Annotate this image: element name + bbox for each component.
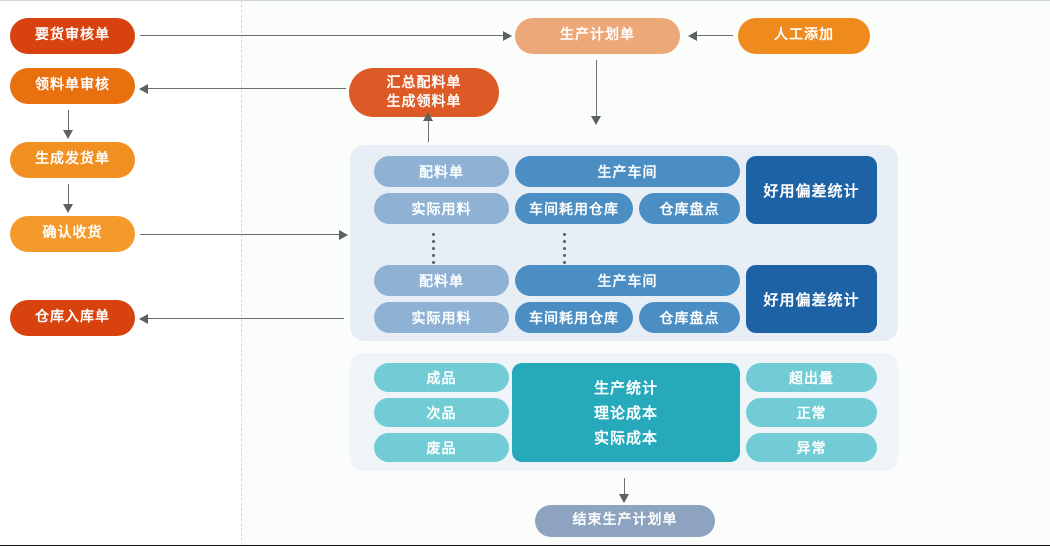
chip-finished-goods[interactable]: 成品	[374, 363, 509, 392]
chip-excess-quantity[interactable]: 超出量	[746, 363, 877, 392]
chip-stocktake-row1[interactable]: 仓库盘点	[639, 193, 740, 224]
node-production-plan-order[interactable]: 生产计划单	[515, 18, 680, 54]
chip-workshop-row2[interactable]: 生产车间	[515, 265, 740, 296]
chip-abnormal[interactable]: 异常	[746, 433, 877, 462]
chip-production-statistics-block[interactable]: 生产统计 理论成本 实际成本	[512, 363, 740, 462]
node-demand-review-order[interactable]: 要货审核单	[10, 18, 135, 54]
node-manual-add[interactable]: 人工添加	[738, 18, 870, 54]
node-warehouse-inbound-order[interactable]: 仓库入库单	[10, 300, 135, 336]
node-confirm-receipt[interactable]: 确认收货	[10, 216, 135, 252]
vertical-dashed-divider	[241, 0, 242, 546]
summary-line-1: 汇总配料单	[386, 75, 462, 92]
arrow-demand-to-plan-head	[503, 31, 512, 41]
chip-stocktake-row2[interactable]: 仓库盘点	[639, 302, 740, 333]
production-panel: 配料单 实际用料 生产车间 车间耗用仓库 仓库盘点 好用偏差统计 配料单 实际用…	[350, 145, 898, 341]
chip-actual-material-row1[interactable]: 实际用料	[374, 193, 509, 224]
chip-workshop-warehouse-row2[interactable]: 车间耗用仓库	[515, 302, 633, 333]
arrow-panel-to-summary-head	[423, 112, 433, 121]
arrow-panel-to-inbound-head	[139, 314, 148, 324]
arrow-panel-to-summary-line	[428, 120, 429, 142]
ellipsis-dots-left	[432, 233, 435, 264]
chip-defective-goods[interactable]: 次品	[374, 398, 509, 427]
arrow-delivery-to-receipt-line	[68, 184, 69, 206]
node-end-production-plan-order[interactable]: 结束生产计划单	[535, 505, 715, 537]
arrow-demand-to-plan-line	[140, 35, 503, 36]
node-generate-delivery-order[interactable]: 生成发货单	[10, 142, 135, 178]
chip-bom-row2[interactable]: 配料单	[374, 265, 509, 296]
chip-workshop-row1[interactable]: 生产车间	[515, 156, 740, 187]
chip-actual-material-row2[interactable]: 实际用料	[374, 302, 509, 333]
node-summary-bom-generate-picking[interactable]: 汇总配料单 生成领料单	[349, 68, 499, 117]
chip-deviation-statistics-row1[interactable]: 好用偏差统计	[746, 156, 877, 224]
arrow-panel-to-inbound-line	[148, 318, 344, 319]
stat-line-production: 生产统计	[593, 379, 658, 397]
arrow-review-to-delivery-line	[68, 110, 69, 132]
summary-line-2: 生成领料单	[386, 93, 462, 110]
arrow-summary-to-picking-head	[139, 84, 148, 94]
stat-line-theoretical-cost: 理论成本	[593, 404, 658, 422]
arrow-plan-to-panel-head	[591, 116, 601, 125]
chip-normal[interactable]: 正常	[746, 398, 877, 427]
top-edge-line	[0, 0, 1050, 1]
chip-scrap-goods[interactable]: 废品	[374, 433, 509, 462]
arrow-plan-to-panel-line	[596, 60, 597, 118]
chip-deviation-statistics-row2[interactable]: 好用偏差统计	[746, 265, 877, 333]
arrow-receipt-to-panel-head	[339, 230, 348, 240]
ellipsis-dots-center	[563, 233, 566, 264]
arrow-delivery-to-receipt-head	[63, 204, 73, 213]
chip-workshop-warehouse-row1[interactable]: 车间耗用仓库	[515, 193, 633, 224]
node-picking-list-review[interactable]: 领料单审核	[10, 68, 135, 104]
arrow-stats-to-end-head	[619, 494, 629, 503]
arrow-summary-to-picking-line	[148, 88, 346, 89]
statistics-panel: 成品 次品 废品 生产统计 理论成本 实际成本 超出量 正常 异常	[350, 353, 898, 471]
stat-line-actual-cost: 实际成本	[593, 429, 658, 447]
arrow-receipt-to-panel-line	[140, 234, 340, 235]
arrow-manual-to-plan-head	[688, 31, 697, 41]
chip-bom-row1[interactable]: 配料单	[374, 156, 509, 187]
arrow-stats-to-end-line	[624, 478, 625, 496]
arrow-review-to-delivery-head	[63, 130, 73, 139]
arrow-manual-to-plan-line	[697, 35, 733, 36]
